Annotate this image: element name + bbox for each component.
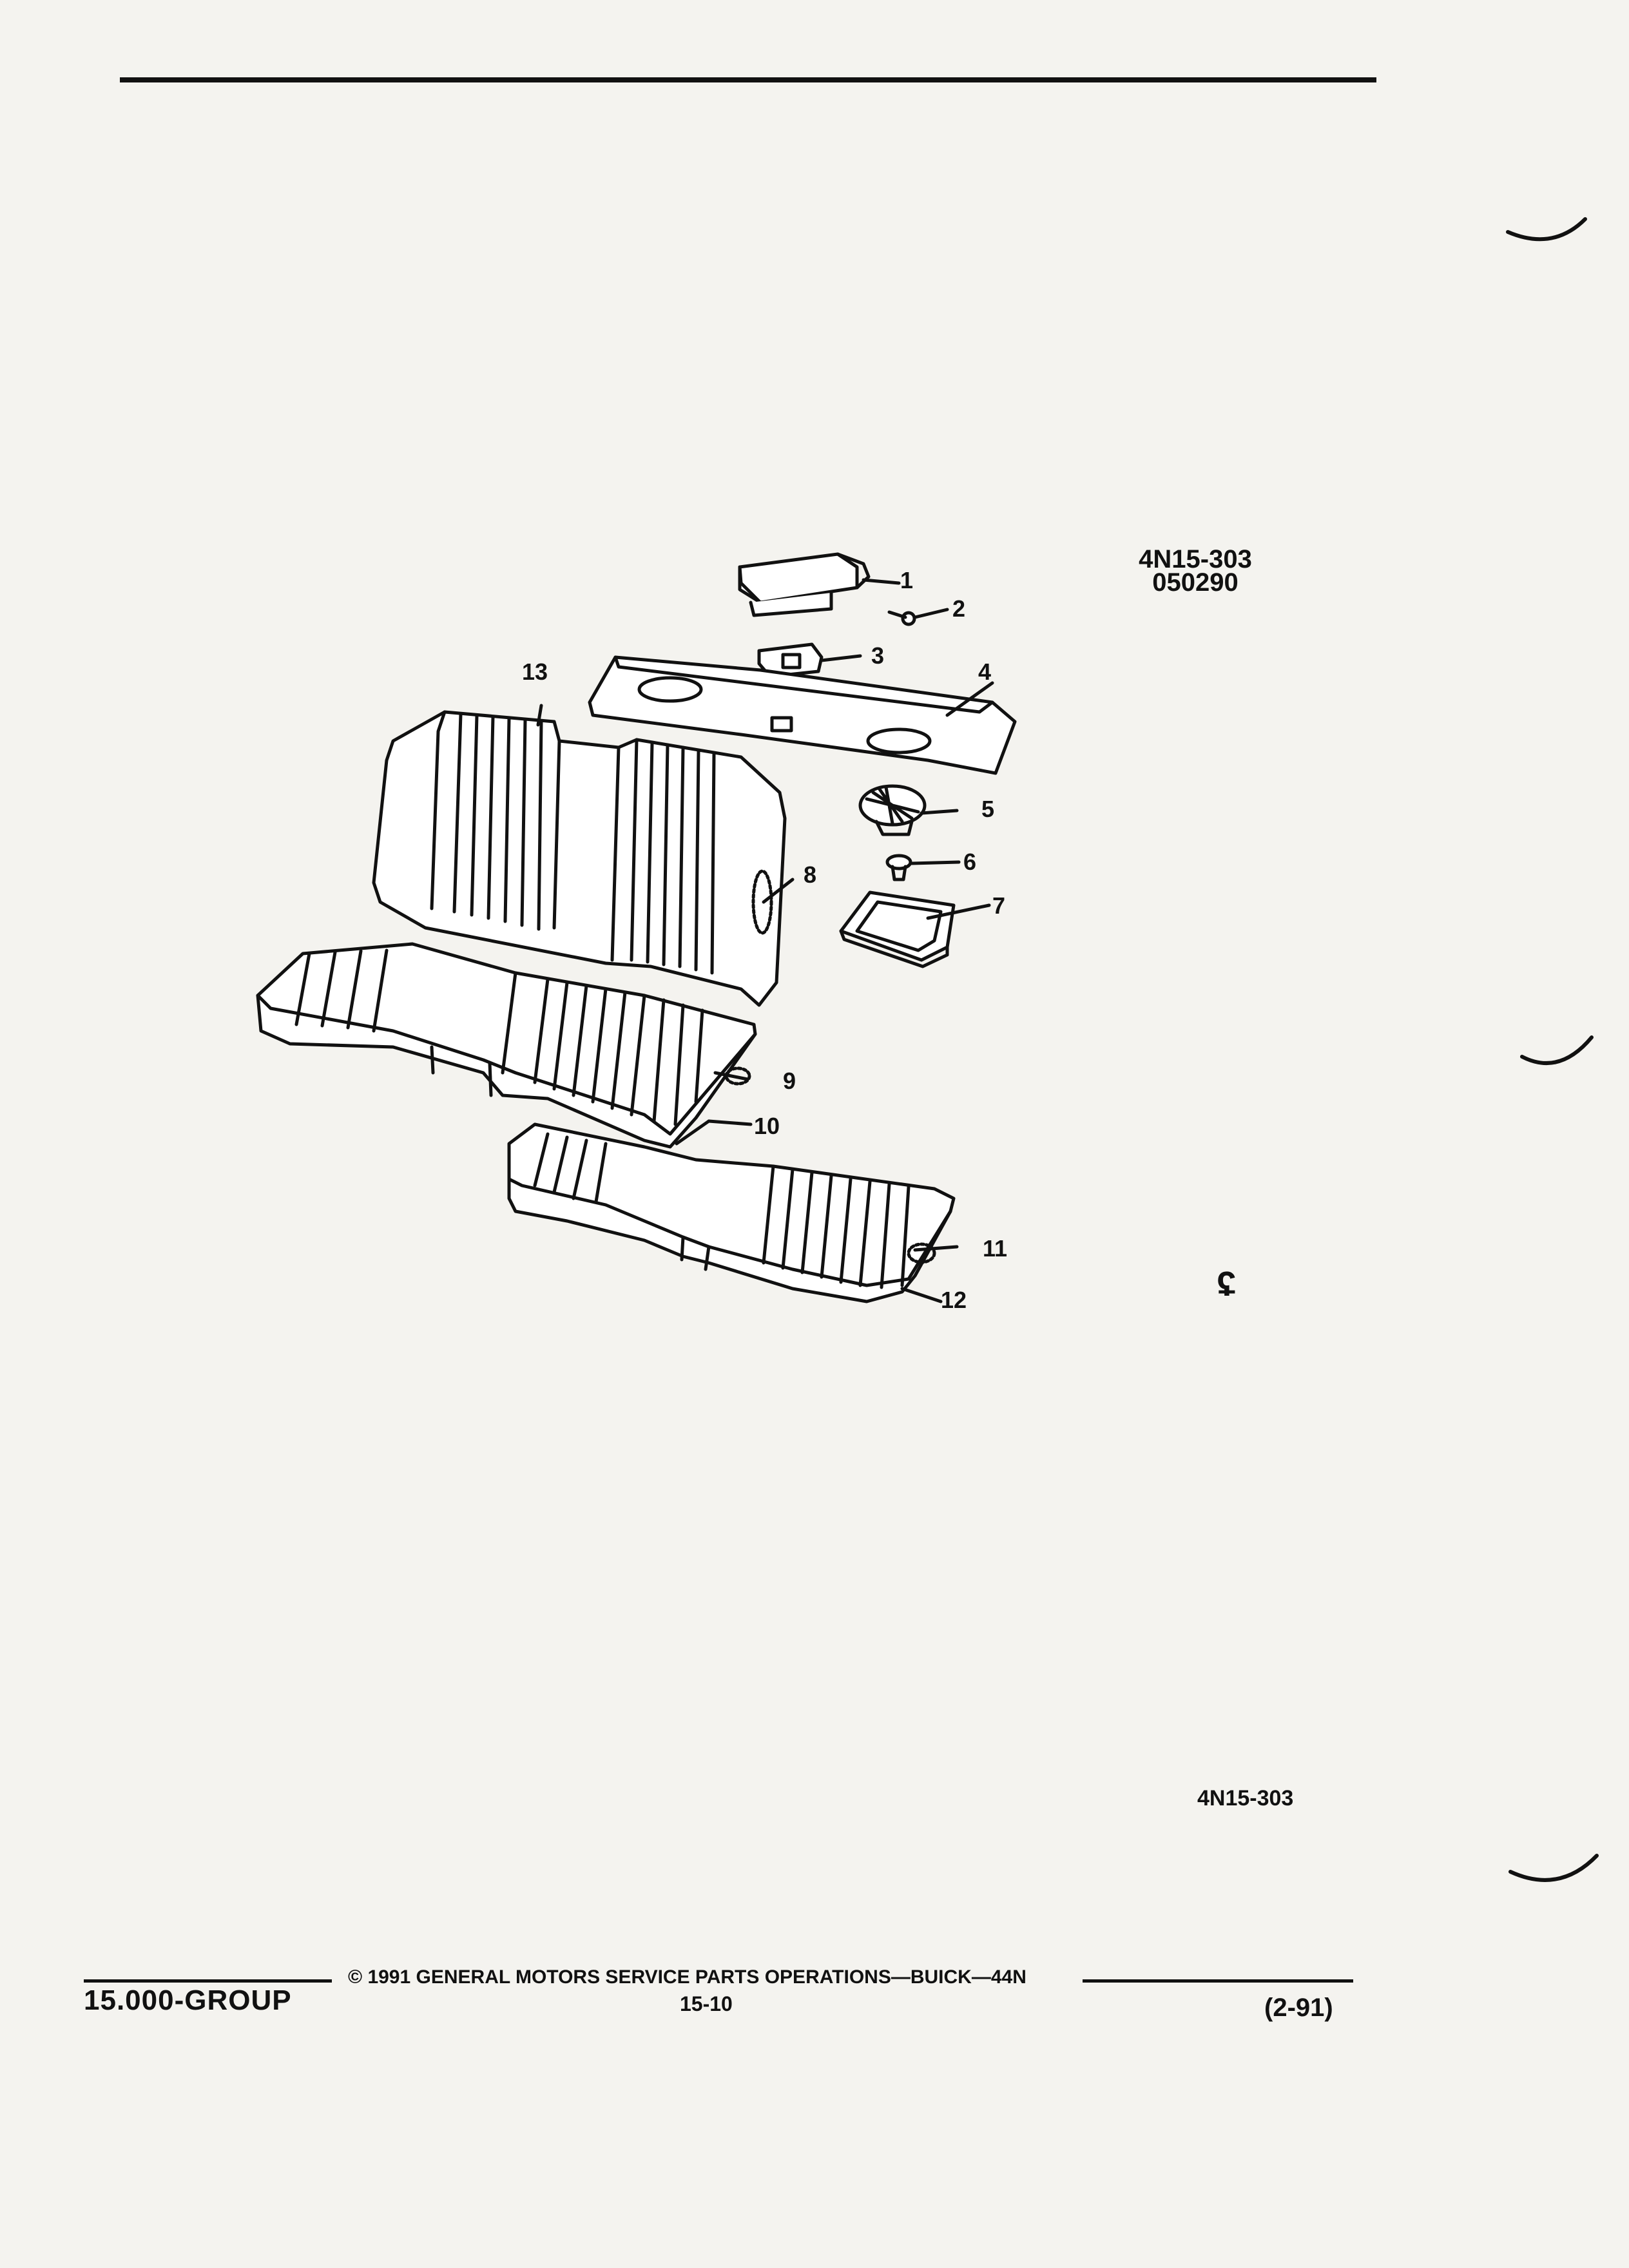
figure-date-code: 050290 — [1152, 568, 1239, 597]
part-1-armrest — [738, 552, 901, 617]
figure-number-bottom: 4N15-303 — [1197, 1786, 1294, 1811]
part-12-seat-cushion-lower — [507, 1122, 959, 1303]
callout-9: 9 — [783, 1068, 796, 1094]
part-11-grille — [907, 1242, 936, 1264]
part-10-seat-cushion — [256, 942, 757, 1149]
callout-11: 11 — [983, 1235, 1007, 1262]
footer-group: 15.000-GROUP — [84, 1984, 292, 2016]
callout-5: 5 — [981, 796, 994, 822]
footer-page-number: 15-10 — [680, 1992, 733, 2015]
part-7-grille-frame — [839, 890, 991, 968]
callout-13: 13 — [522, 658, 548, 685]
hole-mark-3 — [1509, 1854, 1599, 1882]
footer-copyright: © 1991 GENERAL MOTORS SERVICE PARTS OPER… — [348, 1966, 1027, 1988]
part-4-shelf-panel — [588, 655, 1017, 775]
figure-number: 4N15-303 — [1139, 545, 1252, 573]
callout-12: 12 — [941, 1287, 967, 1313]
callout-1: 1 — [900, 567, 913, 593]
part-9-grille — [724, 1066, 751, 1086]
top-rule — [120, 77, 1376, 82]
footer-rule-left — [84, 1979, 332, 1983]
callout-6: 6 — [963, 849, 976, 875]
part-3-bracket — [757, 642, 862, 678]
callout-8: 8 — [804, 861, 816, 888]
binder-hole-marks — [1506, 217, 1599, 1882]
callout-numbers: 1 2 3 4 5 6 7 8 9 10 11 12 13 — [522, 567, 1007, 1313]
corner-symbol: ʢ — [1217, 1265, 1237, 1303]
callout-3: 3 — [871, 642, 884, 669]
part-5-speaker — [858, 784, 959, 836]
callout-7: 7 — [992, 892, 1005, 919]
callout-4: 4 — [978, 658, 991, 685]
part-2-screw — [887, 608, 949, 626]
figure-reference: 4N15-303 050290 — [1121, 545, 1269, 597]
callout-10: 10 — [754, 1113, 780, 1139]
part-6-plug — [885, 854, 961, 881]
callout-2: 2 — [952, 595, 965, 622]
part-13-seat-back — [372, 704, 787, 1007]
hole-mark-2 — [1520, 1035, 1594, 1065]
footer-rule-right — [1083, 1979, 1353, 1983]
footer-date: (2-91) — [1264, 1994, 1333, 2022]
hole-mark-1 — [1506, 217, 1587, 242]
